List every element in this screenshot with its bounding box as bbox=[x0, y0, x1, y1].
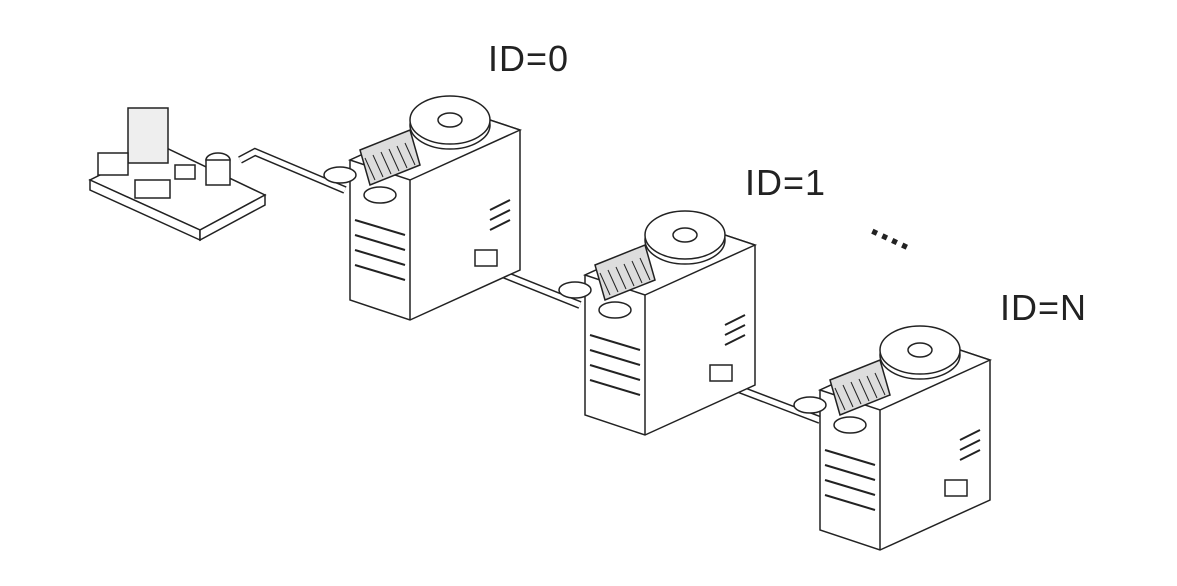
servo-0 bbox=[323, 95, 521, 321]
servo-n bbox=[793, 325, 991, 551]
label-id-0: ID=0 bbox=[488, 38, 570, 79]
controller-board bbox=[88, 107, 267, 242]
label-id-1: ID=1 bbox=[745, 162, 827, 203]
servo-1 bbox=[558, 210, 756, 436]
label-id-n: ID=N bbox=[1000, 287, 1088, 328]
